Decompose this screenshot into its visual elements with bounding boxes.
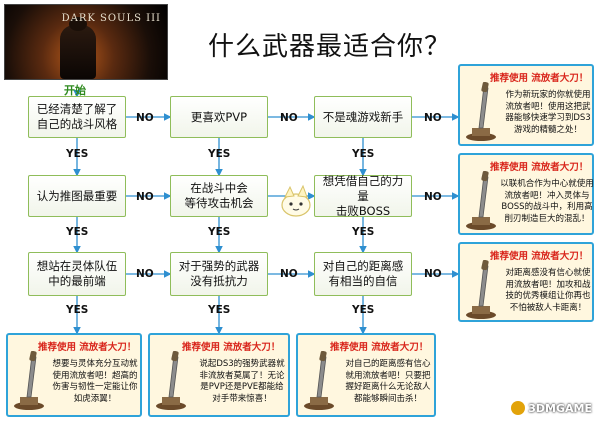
recommendation-heading: 推荐使用 流放者大刀！ bbox=[38, 342, 137, 353]
no-label: NO bbox=[280, 112, 298, 124]
greatsword-icon bbox=[304, 351, 334, 410]
recommendation-card: 推荐使用 流放者大刀！ 作为新玩家的你就使用 流放者吧！使用这把武 器能够快速学… bbox=[458, 64, 594, 146]
yes-label: YES bbox=[66, 148, 89, 160]
yes-label: YES bbox=[352, 226, 375, 238]
recommendation-text: 说起DS3的强势武器就 非流放者莫属了！无论 是PVP还是PVE都能给 对手带来… bbox=[199, 359, 285, 404]
greatsword-icon bbox=[466, 171, 496, 230]
mascot-icon bbox=[281, 184, 311, 217]
recommendation-card: 推荐使用 流放者大刀！ 想要与灵体充分互动就 使用流放者吧！超高的 伤害与韧性一… bbox=[6, 333, 142, 417]
yes-label: YES bbox=[66, 304, 89, 316]
question-fighting-style: 已经清楚了解了 自己的战斗风格 bbox=[28, 96, 126, 138]
greatsword-icon bbox=[466, 82, 496, 141]
recommendation-text: 对自己的距离感有信心 就用流放者吧！只要把 握好距离什么无论敌人 都能够瞬间击杀… bbox=[345, 359, 431, 404]
no-label: NO bbox=[136, 191, 154, 203]
recommendation-card: 推荐使用 流放者大刀！ 对距离感没有信心就使 用流放者吧！加攻和战 技的优秀模组… bbox=[458, 242, 594, 322]
question-wait-for-opening: 在战斗中会 等待攻击机会 bbox=[170, 175, 268, 217]
greatsword-icon bbox=[14, 351, 44, 410]
no-label: NO bbox=[136, 268, 154, 280]
recommendation-text: 作为新玩家的你就使用 流放者吧！使用这把武 器能够快速学习到DS3 游戏的精髓之… bbox=[505, 90, 591, 135]
yes-label: YES bbox=[208, 226, 231, 238]
greatsword-icon bbox=[156, 351, 186, 410]
question-strong-weapons: 对于强势的武器 没有抵抗力 bbox=[170, 252, 268, 296]
question-not-newbie: 不是魂游戏新手 bbox=[314, 96, 412, 138]
logo-text: DARK SOULS III bbox=[61, 13, 161, 24]
recommendation-heading: 推荐使用 流放者大刀！ bbox=[490, 251, 589, 262]
recommendation-card: 推荐使用 流放者大刀！ 对自己的距离感有信心 就用流放者吧！只要把 握好距离什么… bbox=[296, 333, 436, 417]
no-label: NO bbox=[424, 191, 442, 203]
knight-figure bbox=[60, 25, 96, 79]
recommendation-heading: 推荐使用 流放者大刀！ bbox=[490, 162, 589, 173]
recommendation-heading: 推荐使用 流放者大刀！ bbox=[490, 73, 589, 84]
game-logo: DARK SOULS III bbox=[4, 4, 168, 80]
recommendation-heading: 推荐使用 流放者大刀！ bbox=[182, 342, 281, 353]
question-spacing-confidence: 对自己的距离感 有相当的自信 bbox=[314, 252, 412, 296]
yes-label: YES bbox=[208, 304, 231, 316]
yes-label: YES bbox=[208, 148, 231, 160]
no-label: NO bbox=[136, 112, 154, 124]
question-beat-boss-alone: 想凭借自己的力量 击败BOSS bbox=[314, 174, 412, 218]
question-progress-important: 认为推图最重要 bbox=[28, 175, 126, 217]
recommendation-card: 推荐使用 流放者大刀！ 说起DS3的强势武器就 非流放者莫属了！无论 是PVP还… bbox=[148, 333, 290, 417]
watermark-text: 3DMGAME bbox=[528, 402, 592, 415]
yes-label: YES bbox=[66, 226, 89, 238]
no-label: NO bbox=[280, 268, 298, 280]
watermark-icon bbox=[511, 401, 526, 415]
recommendation-text: 想要与灵体充分互动就 使用流放者吧！超高的 伤害与韧性一定能让你 如虎添翼！ bbox=[52, 359, 138, 404]
recommendation-text: 对距离感没有信心就使 用流放者吧！加攻和战 技的优秀模组让你再也 不怕被敌人卡距… bbox=[505, 268, 591, 313]
question-prefer-pvp: 更喜欢PVP bbox=[170, 96, 268, 138]
no-label: NO bbox=[424, 112, 442, 124]
knight-head bbox=[69, 17, 87, 31]
recommendation-heading: 推荐使用 流放者大刀！ bbox=[330, 342, 429, 353]
page-title: 什么武器最适合你？ bbox=[208, 32, 452, 62]
question-front-of-party: 想站在灵体队伍 中的最前端 bbox=[28, 252, 126, 296]
yes-label: YES bbox=[352, 148, 375, 160]
greatsword-icon bbox=[466, 260, 496, 319]
start-label: 开始 bbox=[64, 84, 86, 97]
recommendation-card: 推荐使用 流放者大刀！ 以联机合作为中心就使用 流放者吧！冲入灵体与 BOSS的… bbox=[458, 153, 594, 235]
no-label: NO bbox=[424, 268, 442, 280]
yes-label: YES bbox=[352, 304, 375, 316]
watermark: 3DMGAME bbox=[511, 401, 592, 415]
recommendation-text: 以联机合作为中心就使用 流放者吧！冲入灵体与 BOSS的战斗中，利用高 削刃制造… bbox=[500, 179, 594, 224]
